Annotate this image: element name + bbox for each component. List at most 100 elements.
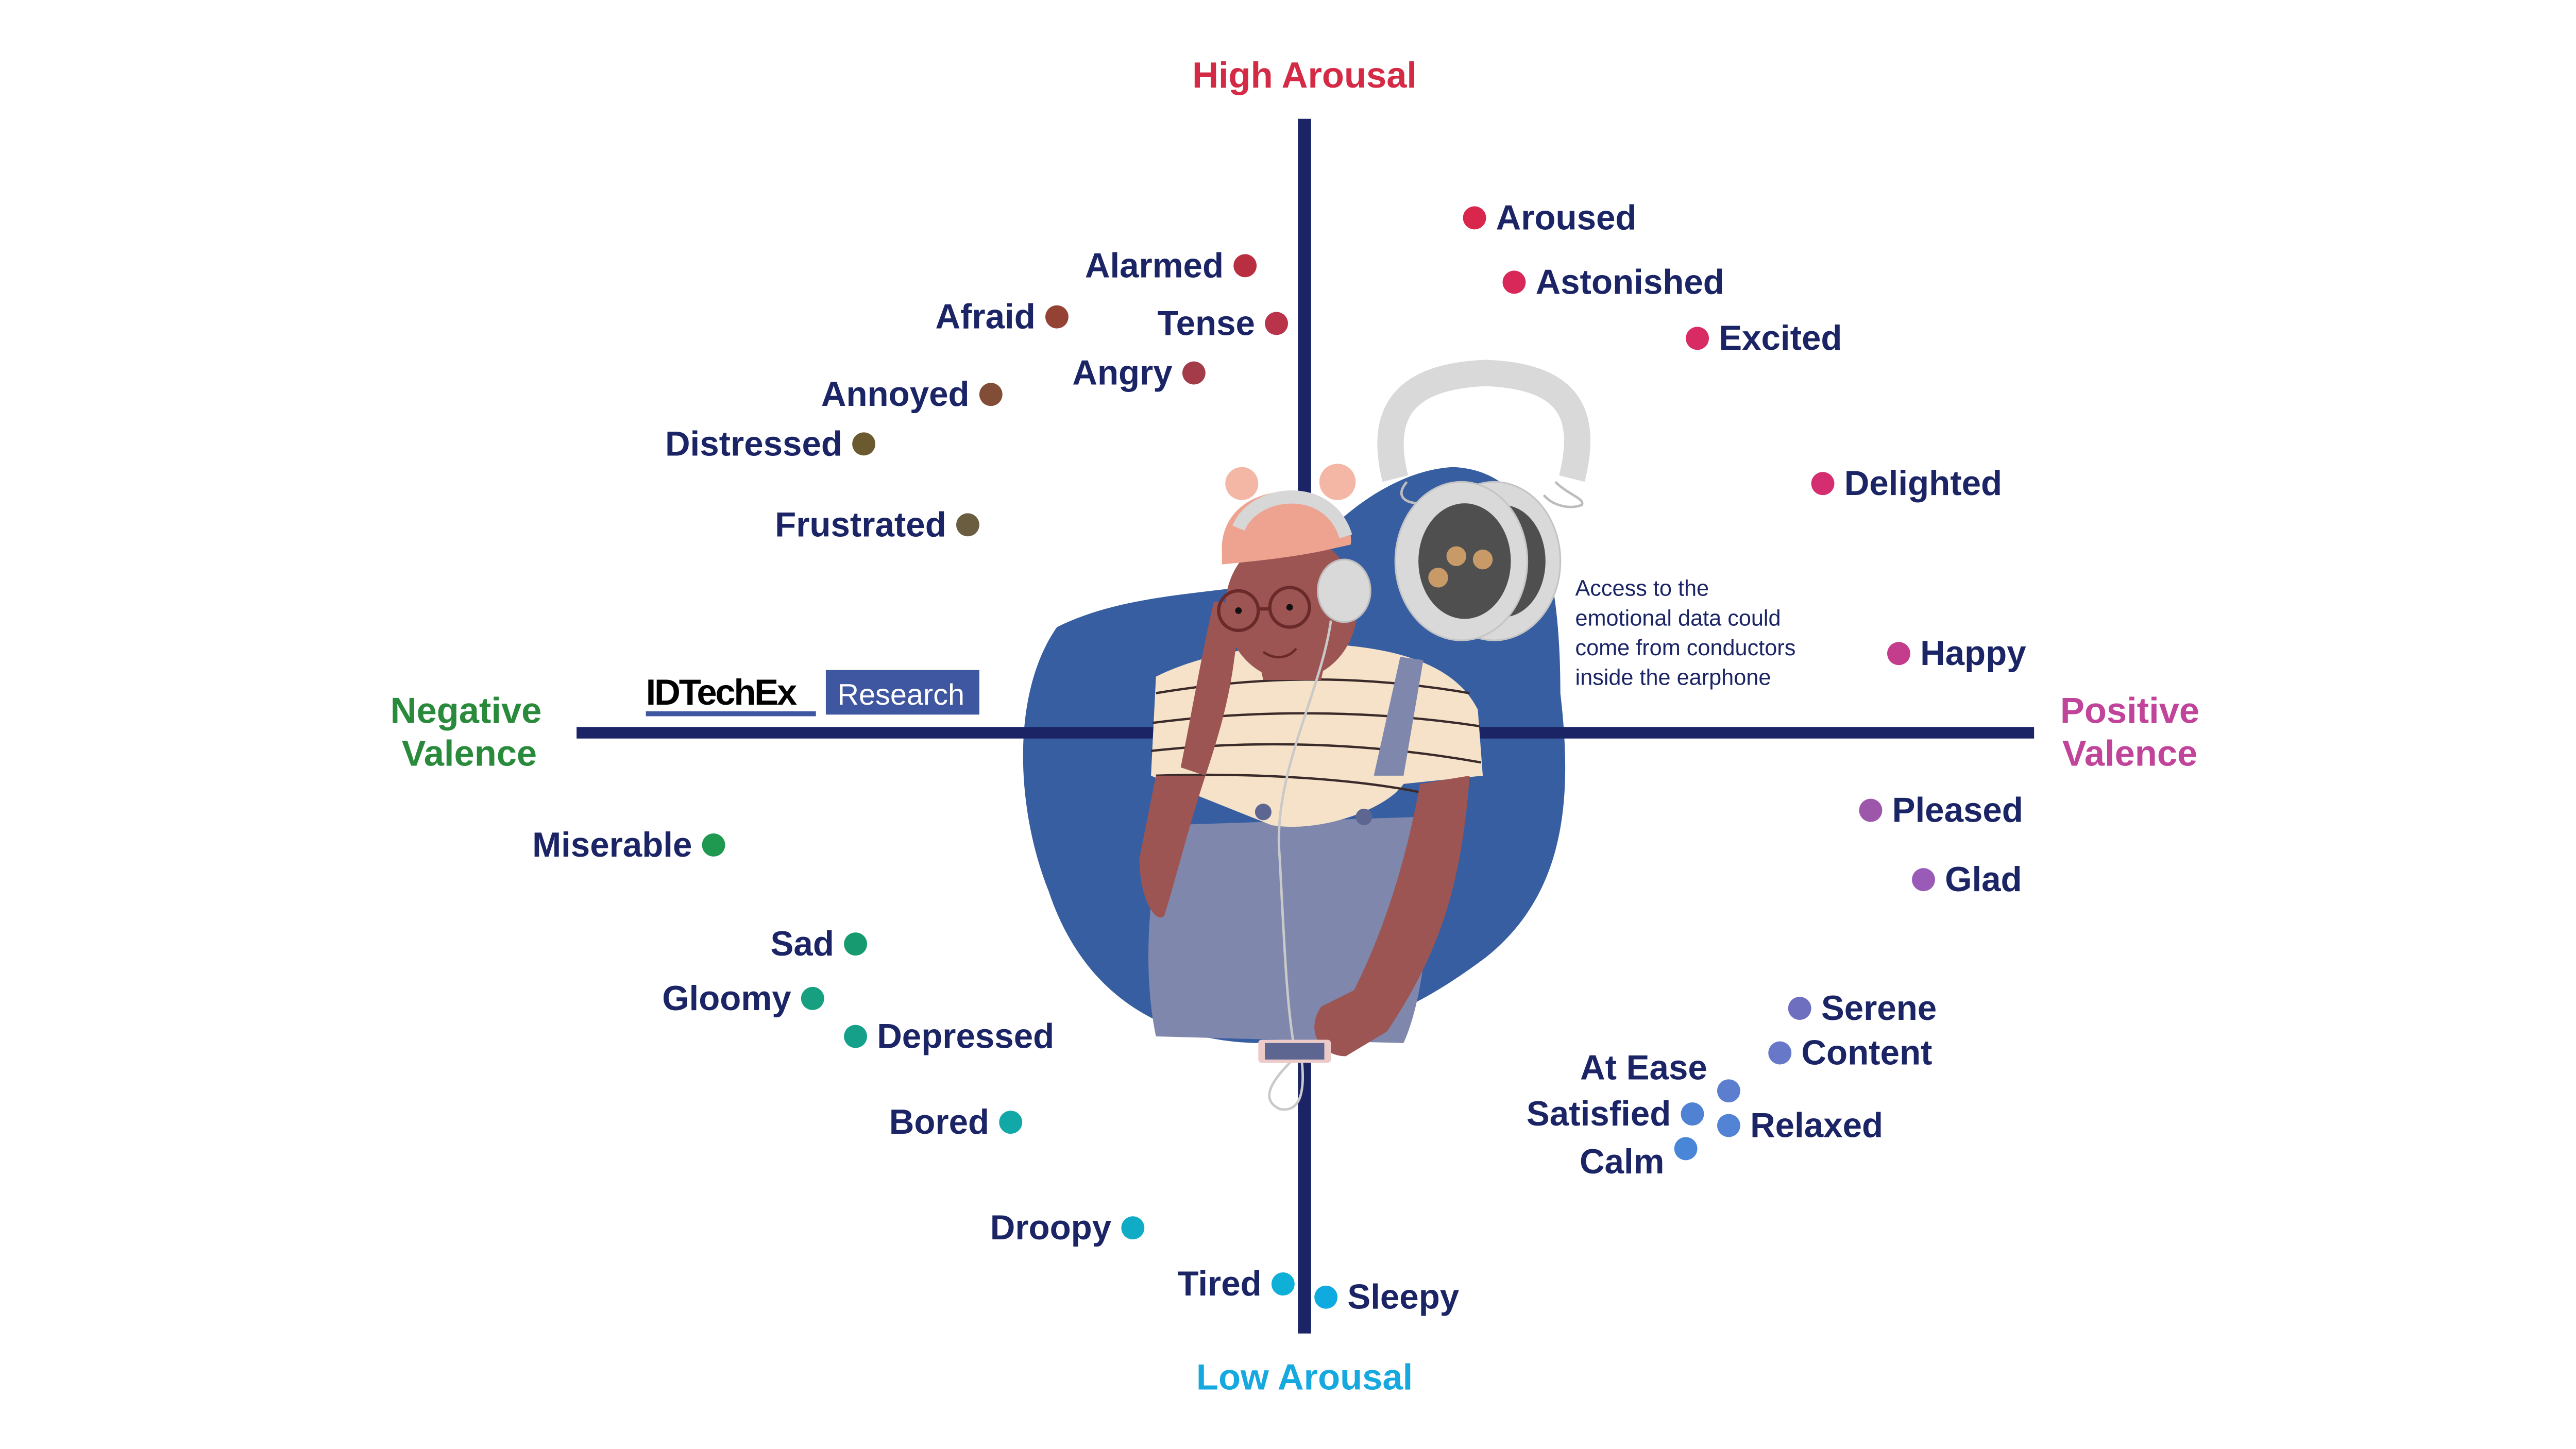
emotion-dot xyxy=(1463,206,1486,230)
emotion-label: Miserable xyxy=(532,826,692,864)
emotion-label: Tense xyxy=(1158,304,1255,343)
emotion-label: Content xyxy=(1801,1033,1932,1072)
emotion-label: Astonished xyxy=(1536,263,1724,301)
emotion-label: Sleepy xyxy=(1347,1278,1459,1317)
emotion-item: Droopy xyxy=(990,1208,1145,1247)
annotation-line: Access to the xyxy=(1575,576,1709,601)
emotion-item: Gloomy xyxy=(662,979,824,1018)
negative-valence-title: Negative xyxy=(391,690,542,730)
emotion-dot xyxy=(1265,312,1288,335)
emotion-label: At Ease xyxy=(1580,1048,1707,1087)
emotion-label: Angry xyxy=(1072,354,1173,393)
emotion-dot xyxy=(1717,1114,1740,1137)
emotion-dot xyxy=(1887,642,1910,666)
emotion-item: Bored xyxy=(889,1103,1023,1141)
emotion-dot xyxy=(979,383,1003,406)
emotion-dot xyxy=(1674,1137,1698,1161)
emotion-item: Delighted xyxy=(1811,464,2002,503)
emotion-item: At Ease xyxy=(1580,1048,1740,1103)
emotion-label: Bored xyxy=(889,1103,989,1141)
emotion-dot xyxy=(1811,472,1835,496)
emotion-item: Astonished xyxy=(1502,263,1724,301)
annotation-line: come from conductors xyxy=(1575,636,1795,660)
emotion-dot xyxy=(1121,1216,1145,1240)
emotion-dot xyxy=(956,513,979,537)
emotion-label: Depressed xyxy=(877,1017,1054,1055)
emotion-item: Glad xyxy=(1912,860,2022,899)
positive-valence-title: Valence xyxy=(2062,733,2198,774)
emotion-dot xyxy=(1681,1102,1704,1126)
emotion-dot xyxy=(1717,1079,1740,1103)
high-arousal-title: High Arousal xyxy=(1192,55,1417,95)
emotion-dot xyxy=(1859,798,1883,822)
emotion-item: Relaxed xyxy=(1717,1106,1883,1145)
emotion-label: Gloomy xyxy=(662,979,791,1018)
emotion-item: Distressed xyxy=(665,424,876,463)
emotion-label: Droopy xyxy=(990,1208,1112,1247)
emotion-label: Annoyed xyxy=(821,375,970,414)
emotion-label: Distressed xyxy=(665,424,842,463)
emotion-label: Relaxed xyxy=(1750,1106,1883,1145)
emotion-item: Sleepy xyxy=(1314,1278,1460,1317)
emotion-label: Glad xyxy=(1945,860,2022,899)
emotion-item: Satisfied xyxy=(1527,1095,1704,1133)
emotion-label: Satisfied xyxy=(1527,1095,1671,1133)
emotion-label: Calm xyxy=(1580,1143,1665,1181)
emotion-label: Pleased xyxy=(1892,791,2023,830)
emotion-dot xyxy=(1045,305,1069,329)
emotion-points: ArousedAstonishedExcitedDelightedHappyPl… xyxy=(532,198,2026,1316)
emotion-item: Happy xyxy=(1887,634,2026,673)
emotion-dot xyxy=(999,1111,1023,1134)
emotion-item: Angry xyxy=(1072,354,1206,393)
logo-tag: Research xyxy=(837,678,964,711)
emotion-item: Calm xyxy=(1580,1137,1698,1181)
emotion-item: Pleased xyxy=(1859,791,2023,830)
emotion-item: Aroused xyxy=(1463,198,1637,237)
emotion-dot xyxy=(844,932,868,956)
emotion-dot xyxy=(702,833,725,857)
emotion-dot xyxy=(1502,270,1526,294)
emotion-dot xyxy=(1788,997,1811,1020)
emotion-dot xyxy=(1314,1285,1338,1309)
emotion-item: Afraid xyxy=(935,298,1069,336)
emotion-item: Depressed xyxy=(844,1017,1054,1055)
earphone-annotation: Access to the emotional data could come … xyxy=(1575,576,1795,690)
emotion-dot xyxy=(1912,868,1935,892)
emotion-item: Sad xyxy=(771,925,868,963)
annotation-line: emotional data could xyxy=(1575,606,1781,630)
emotion-label: Frustrated xyxy=(775,505,946,544)
negative-valence-title: Valence xyxy=(402,733,537,774)
emotion-dot xyxy=(1182,361,1206,385)
positive-valence-title: Positive xyxy=(2060,690,2199,730)
emotion-label: Alarmed xyxy=(1085,246,1224,285)
emotion-item: Annoyed xyxy=(821,375,1003,414)
logo-brand: IDTechEx xyxy=(646,672,797,712)
emotion-item: Tired xyxy=(1177,1265,1295,1303)
emotion-item: Miserable xyxy=(532,826,725,864)
idtechex-logo: IDTechEx Research xyxy=(646,670,979,717)
emotion-dot xyxy=(1233,254,1257,278)
emotion-dot xyxy=(852,432,876,456)
emotion-item: Content xyxy=(1768,1033,1932,1072)
emotion-dot xyxy=(844,1025,868,1048)
emotion-dot xyxy=(1686,327,1709,350)
emotion-dot xyxy=(1271,1272,1295,1296)
emotion-label: Afraid xyxy=(935,298,1035,336)
emotion-label: Excited xyxy=(1719,319,1842,357)
emotion-label: Delighted xyxy=(1844,464,2002,503)
annotation-line: inside the earphone xyxy=(1575,666,1771,690)
emotion-item: Serene xyxy=(1788,989,1937,1028)
emotion-label: Aroused xyxy=(1496,198,1637,237)
emotion-item: Excited xyxy=(1686,319,1842,357)
emotion-item: Alarmed xyxy=(1085,246,1257,285)
emotion-label: Happy xyxy=(1920,634,2026,673)
emotion-item: Frustrated xyxy=(775,505,979,544)
emotion-label: Tired xyxy=(1177,1265,1261,1303)
emotion-dot xyxy=(1768,1041,1792,1065)
low-arousal-title: Low Arousal xyxy=(1196,1357,1413,1397)
emotion-item: Tense xyxy=(1158,304,1288,343)
person-illustration xyxy=(1139,464,1483,1111)
emotion-label: Sad xyxy=(771,925,834,963)
emotion-dot xyxy=(801,986,824,1010)
